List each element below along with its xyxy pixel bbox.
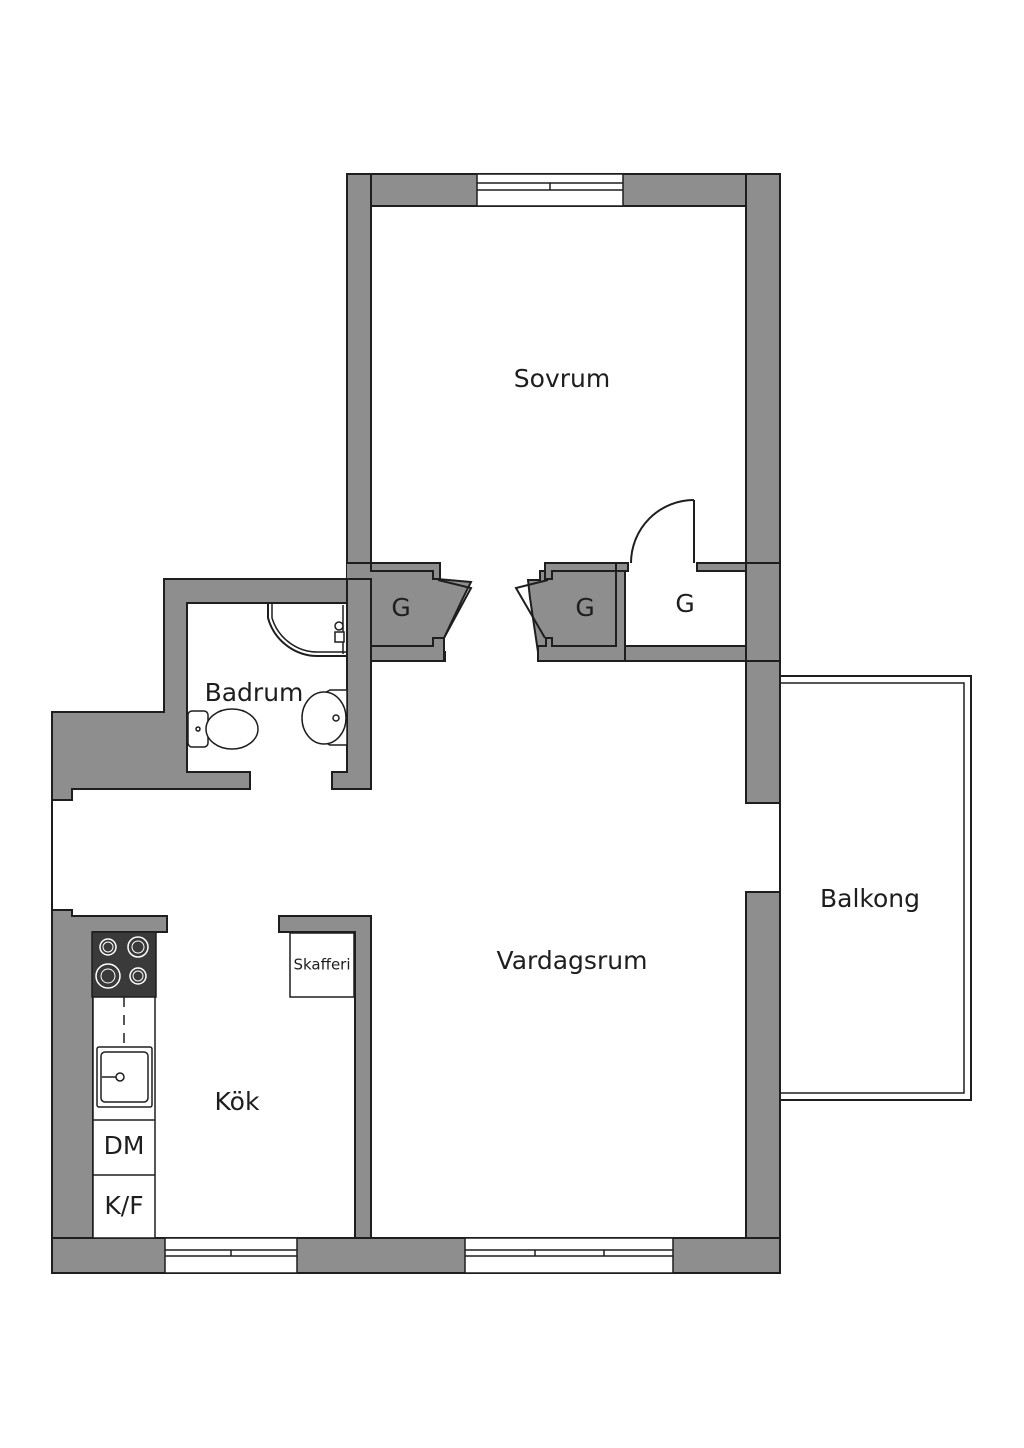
toilet-icon xyxy=(187,708,259,750)
balcony-label: Balkong xyxy=(820,884,920,913)
door-swing-icon xyxy=(437,499,695,639)
closet-2-label: G xyxy=(575,593,594,622)
stove-icon xyxy=(91,931,157,998)
closet-1-label: G xyxy=(391,593,410,622)
living-room-label: Vardagsrum xyxy=(497,946,648,975)
fridge-freezer-label: K/F xyxy=(104,1191,143,1220)
pantry-label: Skafferi xyxy=(293,956,350,974)
sink-icon xyxy=(96,1046,153,1108)
washbasin-icon xyxy=(301,689,348,746)
pantry-cabinet xyxy=(289,932,355,998)
kitchen-label: Kök xyxy=(215,1087,260,1116)
shower-icon xyxy=(267,603,347,658)
bedroom-label: Sovrum xyxy=(514,364,610,393)
closet-3-label: G xyxy=(675,589,694,618)
bathroom-label: Badrum xyxy=(205,678,304,707)
window-icon xyxy=(164,173,674,1274)
dishwasher-label: DM xyxy=(104,1131,145,1160)
openings xyxy=(50,800,782,910)
